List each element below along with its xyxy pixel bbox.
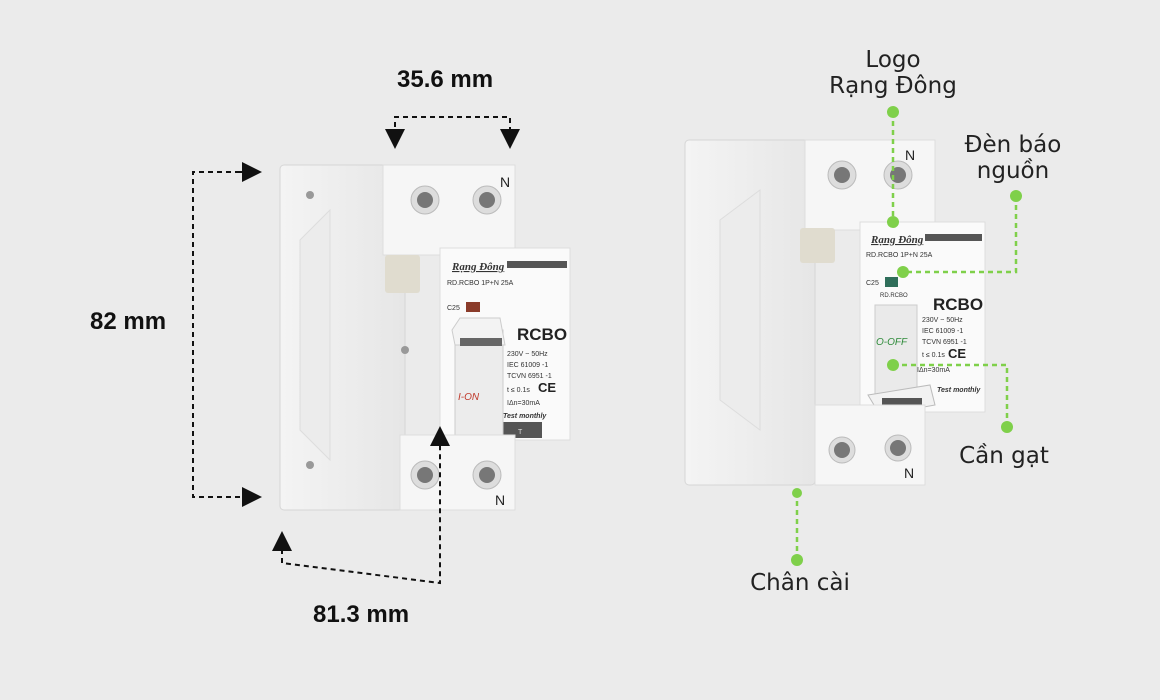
callout-indicator-line1: Đèn báo — [965, 132, 1062, 158]
depth-label: 81.3 mm — [313, 601, 409, 628]
callout-dots — [791, 106, 1022, 566]
trip-time-text: t ≤ 0.1s — [507, 387, 530, 394]
callout-logo-line2: Rạng Đông — [829, 73, 957, 99]
ce-mark: CE — [948, 346, 966, 361]
indicator-window — [385, 255, 420, 293]
terminal-screw-icon — [890, 440, 906, 456]
residual-current-text: IΔn=30mA — [917, 367, 950, 374]
terminal-screw-icon — [417, 192, 433, 208]
test-text: Test monthly — [503, 413, 547, 420]
neutral-label-bottom: N — [904, 465, 914, 481]
callout-dot — [791, 554, 803, 566]
standard-text: IEC 61009 -1 — [922, 328, 963, 335]
breaker-angled-view: N Rạng Đông RD.RCBO 1P+N 25A C25 RD.RCBO… — [684, 139, 986, 486]
callout-dot — [887, 216, 899, 228]
on-label: I-ON — [458, 392, 480, 403]
standard-text: TCVN 6951 -1 — [922, 339, 967, 346]
callout-lines — [795, 112, 1018, 560]
width-label: 35.6 mm — [397, 66, 493, 93]
terminal-screw-icon — [834, 167, 850, 183]
dimension-depth: 81.3 mm — [272, 426, 450, 628]
rating-text: C25 — [447, 305, 460, 312]
ce-mark: CE — [538, 380, 556, 395]
residual-current-text: IΔn=30mA — [507, 400, 540, 407]
callout-lever: Cần gạt — [959, 443, 1049, 469]
terminal-screw-icon — [834, 442, 850, 458]
rating-text: C25 — [866, 280, 879, 287]
toggle-lever[interactable] — [874, 304, 918, 401]
power-indicator — [466, 302, 480, 312]
neutral-label-top: N — [500, 174, 510, 190]
sub-label-text: RD.RCBO — [880, 293, 908, 299]
off-label: O-OFF — [876, 337, 908, 348]
callout-dot — [792, 488, 802, 498]
callout-indicator-line2: nguồn — [977, 158, 1049, 184]
callout-dot — [1001, 421, 1013, 433]
type-text: RCBO — [517, 325, 567, 344]
voltage-text: 230V ~ 50Hz — [922, 317, 963, 324]
neutral-label-top: N — [905, 147, 915, 163]
voltage-text: 230V ~ 50Hz — [507, 351, 548, 358]
brand-logo: Rạng Đông — [870, 234, 924, 246]
terminal-screw-icon — [417, 467, 433, 483]
trip-time-text: t ≤ 0.1s — [922, 352, 945, 359]
power-indicator — [885, 277, 898, 287]
callout-dot — [887, 359, 899, 371]
terminal-screw-icon — [479, 467, 495, 483]
dimension-width: 35.6 mm — [385, 66, 520, 149]
brand-logo: Rạng Đông — [451, 261, 505, 273]
callout-clip: Chân cài — [750, 570, 850, 596]
height-label: 82 mm — [90, 308, 166, 335]
callout-logo-line1: Logo — [865, 47, 920, 73]
model-text: RD.RCBO 1P+N 25A — [447, 280, 514, 287]
breaker-front-view: N Rạng Đông RD.RCBO 1P+N 25A C25 RCBO 23… — [279, 164, 571, 511]
neutral-label-bottom: N — [495, 492, 505, 508]
type-text: RCBO — [933, 295, 983, 314]
dimension-height: 82 mm — [90, 162, 262, 507]
standard-text: IEC 61009 -1 — [507, 362, 548, 369]
callout-dot — [887, 106, 899, 118]
toggle-lever[interactable] — [454, 329, 504, 436]
model-text: RD.RCBO 1P+N 25A — [866, 252, 933, 259]
test-button[interactable] — [500, 422, 542, 438]
terminal-screw-icon — [479, 192, 495, 208]
test-text: Test monthly — [937, 387, 981, 394]
callout-dot — [897, 266, 909, 278]
standard-text: TCVN 6951 -1 — [507, 373, 552, 380]
callout-dot — [1010, 190, 1022, 202]
test-button-label: T — [518, 429, 523, 436]
